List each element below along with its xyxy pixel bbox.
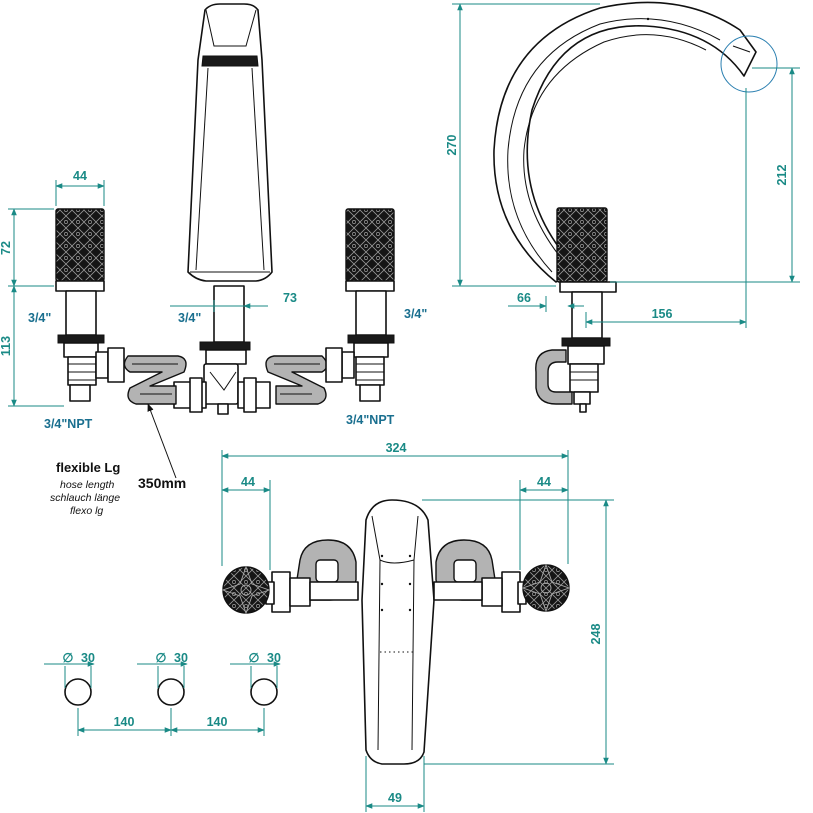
dim-248-label: 248 (589, 624, 603, 645)
dim-73-label: 73 (283, 291, 297, 305)
dim-hole-1: ∅ 30 (44, 651, 95, 688)
dim-156-label: 156 (652, 307, 673, 321)
dim-113-label: 113 (0, 336, 13, 356)
dim-hole-2: ∅ 30 (137, 651, 188, 688)
hole-layout: ∅ 30 ∅ 30 ∅ 30 140 140 (44, 651, 281, 736)
crystal-rosette-left (221, 565, 271, 615)
dim-spacing-2-label: 140 (207, 715, 228, 729)
dim-hole-3-label: 30 (267, 651, 281, 665)
thread-label-center: 3/4" (178, 311, 201, 325)
wall-view: 324 44 44 248 49 (221, 441, 614, 812)
dim-spout-height: 270 (445, 3, 600, 287)
crystal-handle-side (556, 207, 608, 283)
crystal-rosette-right (521, 563, 571, 613)
front-hose-left (123, 355, 187, 405)
npt-label-left: 3/4"NPT (44, 417, 93, 431)
crystal-handle-right (345, 208, 395, 282)
dim-44-label: 44 (73, 169, 87, 183)
dim-spout-offset: 73 (170, 291, 297, 312)
flex-line-en: hose length (60, 479, 114, 491)
dim-wall-handle-right: 44 (519, 475, 569, 570)
dim-hole-spacing: 140 140 (77, 708, 265, 736)
front-right-valve (325, 208, 395, 402)
dim-49-label: 49 (388, 791, 402, 805)
wall-left-assembly (221, 539, 359, 615)
thread-label-right: 3/4" (404, 307, 427, 321)
flex-title: flexible Lg (56, 460, 120, 475)
dia-symbol-1: ∅ (63, 651, 74, 665)
front-view: 44 72 113 73 3/4" 3/4" 3/4" 3/4"NPT 3/4"… (0, 3, 427, 517)
front-left-valve (55, 208, 125, 402)
mounting-hole-2 (157, 678, 185, 706)
dim-handle-height: 72 113 (0, 208, 64, 407)
flex-length: 350mm (138, 475, 186, 491)
side-spout-arc (493, 1, 778, 283)
dim-wall-spout-width: 49 (365, 756, 425, 812)
dim-handle-width: 44 (55, 169, 105, 206)
dim-44-right-label: 44 (537, 475, 551, 489)
dim-324-label: 324 (386, 441, 407, 455)
thread-label-left: 3/4" (28, 311, 51, 325)
mounting-hole-3 (250, 678, 278, 706)
dim-212-label: 212 (775, 165, 789, 186)
dim-hole-3: ∅ 30 (230, 651, 281, 688)
dim-66-label: 66 (517, 291, 531, 305)
crystal-handle-left (55, 208, 105, 282)
dim-spacing-1-label: 140 (114, 715, 135, 729)
side-handle-valve (535, 207, 617, 413)
wall-right-assembly (433, 539, 571, 613)
dim-wall-height: 248 (422, 499, 614, 765)
dim-hole-2-label: 30 (174, 651, 188, 665)
dim-hole-1-label: 30 (81, 651, 95, 665)
mounting-hole-1 (64, 678, 92, 706)
front-spout (187, 3, 273, 282)
flex-hose-note: flexible Lg hose length schlauch länge f… (50, 403, 186, 517)
dim-reach-height: 212 (610, 67, 800, 283)
dim-side-base: 66 (508, 291, 584, 312)
dim-72-label: 72 (0, 241, 13, 255)
dim-44-left-label: 44 (241, 475, 255, 489)
dim-side-reach: 156 (585, 88, 747, 328)
dim-270-label: 270 (445, 135, 459, 156)
flex-line-es: flexo lg (70, 505, 103, 517)
side-view: 270 212 66 156 (445, 1, 800, 413)
dia-symbol-2: ∅ (156, 651, 167, 665)
wall-spout (361, 499, 435, 765)
dim-overall-width: 324 (221, 441, 569, 566)
flex-line-de: schlauch länge (50, 492, 120, 504)
front-center-valve (173, 285, 271, 415)
dia-symbol-3: ∅ (249, 651, 260, 665)
npt-label-right: 3/4"NPT (346, 413, 395, 427)
dim-wall-handle-left: 44 (221, 475, 271, 570)
front-hose-right (265, 355, 328, 405)
